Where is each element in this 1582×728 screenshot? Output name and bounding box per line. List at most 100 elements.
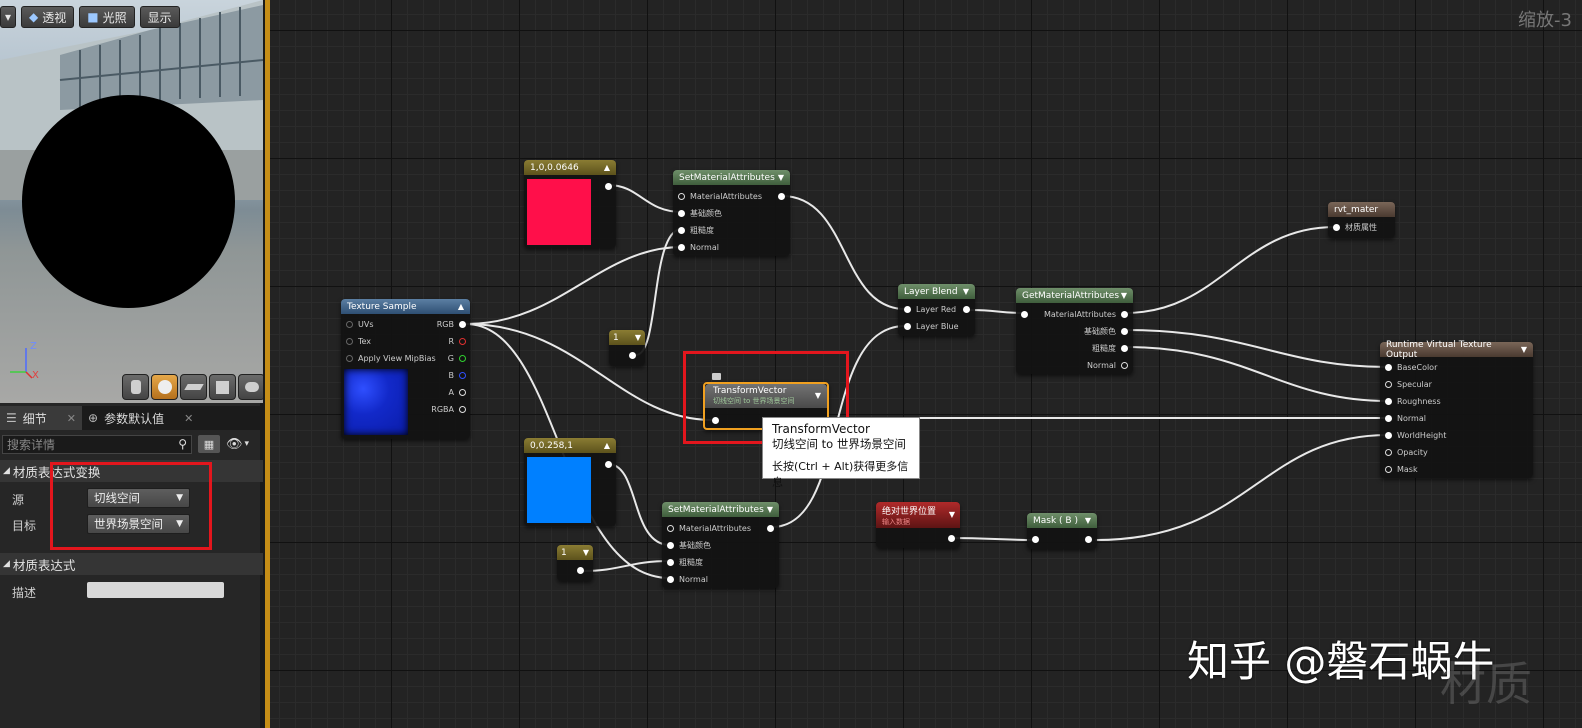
pin-normal[interactable]: Normal [1385, 412, 1426, 424]
node-get-material-attributes[interactable]: GetMaterialAttributes▼ MaterialAttribute… [1016, 288, 1133, 374]
collapse-arrow-icon[interactable]: ▼ [777, 173, 784, 182]
close-icon[interactable]: ✕ [66, 411, 76, 425]
section-transform-header[interactable]: ◢ 材质表达式变换 [0, 460, 263, 482]
pin-apply-view-mipbias[interactable]: Apply View MipBias [346, 352, 436, 364]
pin-b-out[interactable]: B [449, 369, 466, 381]
target-space-value: 世界场景空间 [94, 517, 163, 531]
pin-input[interactable] [712, 414, 719, 426]
pin-label: Normal [690, 242, 719, 252]
pin-rgb-out[interactable]: RGB [437, 318, 466, 330]
pin-input-icon [667, 524, 674, 532]
pin-a-out[interactable]: A [449, 386, 466, 398]
tab-parameter-defaults[interactable]: ⊕ 参数默认值 ✕ [82, 406, 199, 430]
node-scalar-1[interactable]: 1▼ [609, 330, 645, 366]
pin-roughness-out[interactable]: 粗糙度 [1092, 342, 1128, 354]
pin-material-property[interactable]: 材质属性 [1333, 221, 1377, 233]
preview-cylinder-button[interactable] [122, 374, 149, 400]
pin-rgba-out[interactable]: RGBA [431, 403, 466, 415]
collapse-arrow-icon[interactable]: ▼ [1120, 291, 1127, 300]
collapse-arrow-icon[interactable]: ▲ [603, 163, 610, 172]
preview-plane-button[interactable] [180, 374, 207, 400]
node-layer-blend[interactable]: Layer Blend▼ Layer Red Layer Blue [898, 284, 975, 336]
node-set-material-attributes-2[interactable]: SetMaterialAttributes▼ MaterialAttribute… [662, 502, 779, 588]
pin-roughness-in[interactable]: 粗糙度 [678, 224, 714, 236]
pin-base-color[interactable]: BaseColor [1385, 361, 1437, 373]
pin-input[interactable] [1032, 533, 1039, 545]
pin-output[interactable] [605, 180, 612, 192]
pin-output[interactable] [963, 303, 970, 315]
preview-custom-mesh-button[interactable] [238, 374, 263, 400]
pin-base-color-in[interactable]: 基础颜色 [678, 207, 722, 219]
pin-normal-in[interactable]: Normal [678, 241, 719, 253]
node-absolute-world-position[interactable]: 绝对世界位置 输入数据 ▼ [876, 502, 960, 548]
preview-cube-button[interactable] [209, 374, 236, 400]
node-runtime-virtual-texture-output[interactable]: Runtime Virtual Texture Output▼ BaseColo… [1380, 340, 1533, 478]
pin-roughness-in[interactable]: 粗糙度 [667, 556, 703, 568]
pin-world-height[interactable]: WorldHeight [1385, 429, 1446, 441]
pin-base-color-out[interactable]: 基础颜色 [1084, 325, 1128, 337]
node-constant-red[interactable]: 1,0,0.0646▲ [524, 160, 616, 248]
lit-button[interactable]: ■ 光照 [79, 6, 135, 28]
pin-output[interactable] [767, 522, 774, 534]
material-preview-viewport[interactable]: ▾ ◆ 透视 ■ 光照 显示 Z X [0, 0, 263, 403]
pin-material-attributes-out[interactable]: MaterialAttributes [1044, 308, 1128, 320]
pin-opacity[interactable]: Opacity [1385, 446, 1428, 458]
pin-output[interactable] [629, 349, 636, 361]
node-constant-blue[interactable]: 0,0.258,1▲ [524, 438, 616, 526]
perspective-button[interactable]: ◆ 透视 [21, 6, 75, 28]
pin-material-attributes-in[interactable]: MaterialAttributes [667, 522, 751, 534]
details-search-input[interactable]: 搜索详情 ⚲ [2, 434, 192, 454]
node-texture-sample[interactable]: Texture Sample▲ UVs Tex Apply View MipBi… [341, 299, 470, 439]
property-matrix-button[interactable]: ▦ [198, 435, 220, 453]
preview-sphere-button[interactable] [151, 374, 178, 400]
pin-output[interactable] [948, 532, 955, 544]
collapse-arrow-icon[interactable]: ▼ [948, 510, 955, 519]
color-swatch [527, 457, 591, 523]
tab-details[interactable]: ☰ 细节 ✕ [0, 406, 82, 430]
section-expression-title: 材质表达式 [12, 557, 76, 573]
close-icon[interactable]: ✕ [184, 411, 194, 425]
node-scalar-2[interactable]: 1▼ [557, 545, 593, 581]
description-input[interactable] [87, 582, 224, 598]
pin-output[interactable] [1085, 533, 1092, 545]
target-space-dropdown[interactable]: 世界场景空间 ▼ [87, 514, 190, 534]
pin-normal-in[interactable]: Normal [667, 573, 708, 585]
pin-layer-blue[interactable]: Layer Blue [904, 320, 959, 332]
node-tooltip: TransformVector 切线空间 to 世界场景空间 长按(Ctrl +… [762, 417, 920, 489]
collapse-arrow-icon[interactable]: ▼ [962, 287, 969, 296]
viewport-menu-button[interactable]: ▾ [0, 6, 17, 28]
pin-specular[interactable]: Specular [1385, 378, 1432, 390]
node-title: TransformVector [713, 386, 787, 396]
node-preview-toggle-icon[interactable] [712, 373, 721, 380]
pin-output[interactable] [605, 458, 612, 470]
pin-input[interactable] [1021, 308, 1028, 320]
node-rvt-mater[interactable]: rvt_mater 材质属性 [1328, 202, 1395, 238]
pin-g-out[interactable]: G [448, 352, 466, 364]
pin-output[interactable] [778, 190, 785, 202]
pin-output[interactable] [577, 564, 584, 576]
collapse-arrow-icon[interactable]: ▼ [814, 391, 821, 400]
node-set-material-attributes-1[interactable]: SetMaterialAttributes▼ MaterialAttribute… [673, 170, 790, 256]
collapse-arrow-icon[interactable]: ▼ [1520, 345, 1527, 354]
collapse-arrow-icon[interactable]: ▲ [603, 441, 610, 450]
pin-r-out[interactable]: R [448, 335, 466, 347]
collapse-arrow-icon[interactable]: ▼ [582, 548, 589, 557]
pin-uvs[interactable]: UVs [346, 318, 374, 330]
pin-roughness[interactable]: Roughness [1385, 395, 1441, 407]
pin-mask[interactable]: Mask [1385, 463, 1418, 475]
pin-normal-out[interactable]: Normal [1087, 359, 1128, 371]
source-space-dropdown[interactable]: 切线空间 ▼ [87, 488, 190, 508]
show-button[interactable]: 显示 [139, 6, 180, 28]
pin-layer-red[interactable]: Layer Red [904, 303, 956, 315]
node-mask-b[interactable]: Mask ( B )▼ [1027, 513, 1097, 549]
pin-base-color-in[interactable]: 基础颜色 [667, 539, 711, 551]
section-expression-header[interactable]: ◢ 材质表达式 [0, 553, 263, 575]
perspective-icon: ◆ [29, 10, 39, 24]
collapse-arrow-icon[interactable]: ▼ [1084, 516, 1091, 525]
pin-tex[interactable]: Tex [346, 335, 371, 347]
collapse-arrow-icon[interactable]: ▲ [457, 302, 464, 311]
collapse-arrow-icon[interactable]: ▼ [766, 505, 773, 514]
collapse-arrow-icon[interactable]: ▼ [634, 333, 641, 342]
pin-material-attributes-in[interactable]: MaterialAttributes [678, 190, 762, 202]
visibility-options-button[interactable]: 👁 ▾ [226, 437, 249, 452]
